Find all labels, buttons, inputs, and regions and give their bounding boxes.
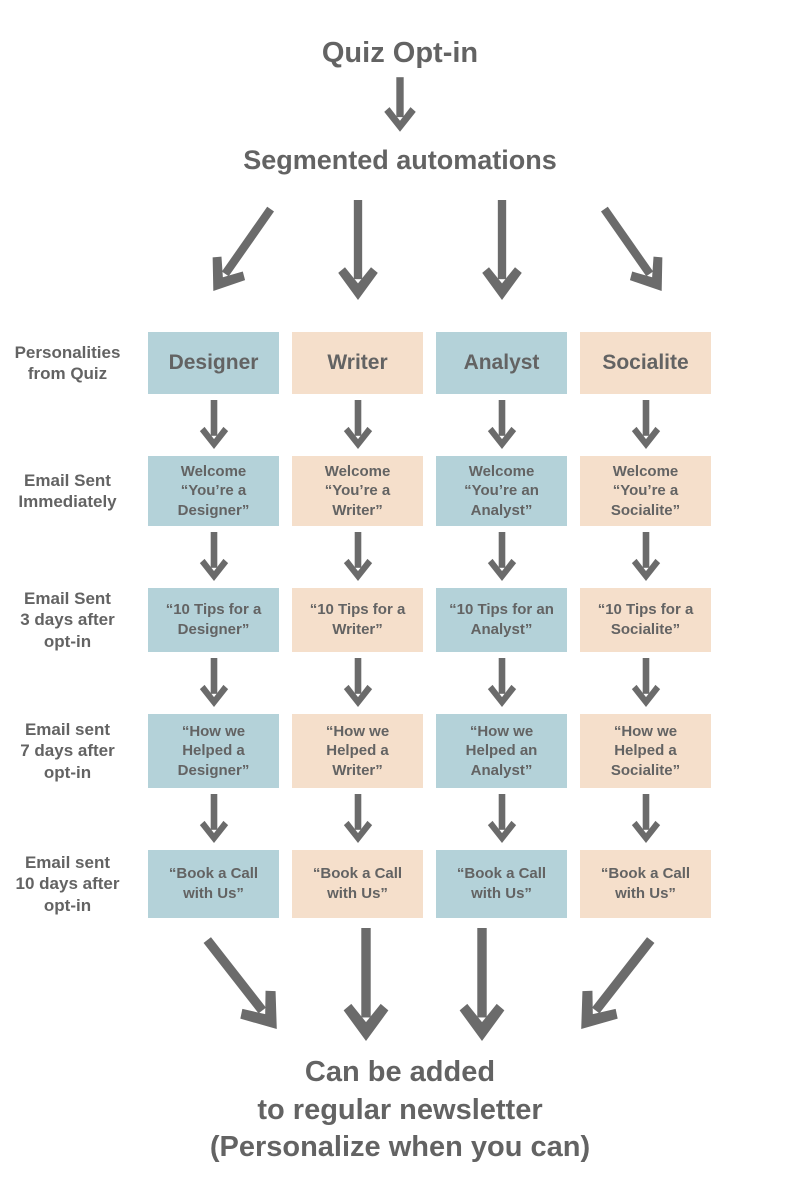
subtitle: Segmented automations	[243, 144, 557, 175]
down-arrow-icon	[483, 794, 521, 844]
down-arrow-icon	[379, 76, 421, 132]
diagonal-down-left-arrow-icon	[194, 196, 289, 304]
down-arrow-icon	[195, 400, 233, 450]
down-arrow-icon	[456, 928, 508, 1042]
box-bookcall-analyst: “Book a Call with Us”	[436, 849, 567, 918]
down-arrow-icon	[340, 928, 392, 1042]
box-personality-socialite: Socialite	[580, 331, 711, 394]
down-arrow-icon	[195, 794, 233, 844]
down-arrow-icon	[627, 400, 665, 450]
box-welcome-analyst: Welcome “You’re an Analyst”	[436, 455, 567, 526]
box-welcome-designer: Welcome “You’re a Designer”	[148, 455, 279, 526]
down-arrow-icon	[627, 794, 665, 844]
down-arrow-icon	[339, 400, 377, 450]
row-label-email-immediately: Email Sent Immediately	[18, 470, 117, 511]
box-bookcall-writer: “Book a Call with Us”	[292, 849, 423, 918]
box-helped-socialite: “How we Helped a Socialite”	[580, 713, 711, 788]
box-helped-analyst: “How we Helped an Analyst”	[436, 713, 567, 788]
diagonal-down-right-arrow-icon	[585, 196, 680, 304]
box-personality-analyst: Analyst	[436, 331, 567, 394]
down-arrow-icon	[483, 400, 521, 450]
box-tips-writer: “10 Tips for a Writer”	[292, 587, 423, 652]
down-arrow-icon	[627, 658, 665, 708]
diagonal-down-left-arrow-icon	[560, 924, 671, 1045]
footer-note: Can be added to regular newsletter (Pers…	[209, 1055, 591, 1164]
box-helped-writer: “How we Helped a Writer”	[292, 713, 423, 788]
box-welcome-socialite: Welcome “You’re a Socialite”	[580, 455, 711, 526]
box-bookcall-socialite: “Book a Call with Us”	[580, 849, 711, 918]
page-title: Quiz Opt-in	[321, 37, 479, 69]
row-label-email-10-days: Email sent 10 days after opt-in	[15, 853, 120, 915]
down-arrow-icon	[339, 794, 377, 844]
row-label-personalities: Personalities from Quiz	[14, 342, 121, 383]
down-arrow-icon	[339, 532, 377, 582]
box-tips-socialite: “10 Tips for a Socialite”	[580, 587, 711, 652]
row-label-email-7-days: Email sent 7 days after opt-in	[20, 720, 115, 782]
flow-grid: Personalities from Quiz Designer Writer …	[0, 331, 711, 918]
converging-arrows	[0, 926, 711, 1044]
down-arrow-icon	[195, 658, 233, 708]
box-helped-designer: “How we Helped a Designer”	[148, 713, 279, 788]
box-tips-analyst: “10 Tips for an Analyst”	[436, 587, 567, 652]
down-arrow-icon	[335, 199, 381, 300]
down-arrow-icon	[479, 199, 525, 300]
box-bookcall-designer: “Book a Call with Us”	[148, 849, 279, 918]
box-personality-designer: Designer	[148, 331, 279, 394]
down-arrow-icon	[627, 532, 665, 582]
row-label-email-3-days: Email Sent 3 days after opt-in	[20, 589, 115, 651]
down-arrow-icon	[483, 532, 521, 582]
diagonal-down-right-arrow-icon	[186, 924, 297, 1045]
box-tips-designer: “10 Tips for a Designer”	[148, 587, 279, 652]
down-arrow-icon	[195, 532, 233, 582]
down-arrow-icon	[339, 658, 377, 708]
box-welcome-writer: Welcome “You’re a Writer”	[292, 455, 423, 526]
down-arrow-icon	[483, 658, 521, 708]
branch-arrows	[0, 194, 711, 306]
box-personality-writer: Writer	[292, 331, 423, 394]
